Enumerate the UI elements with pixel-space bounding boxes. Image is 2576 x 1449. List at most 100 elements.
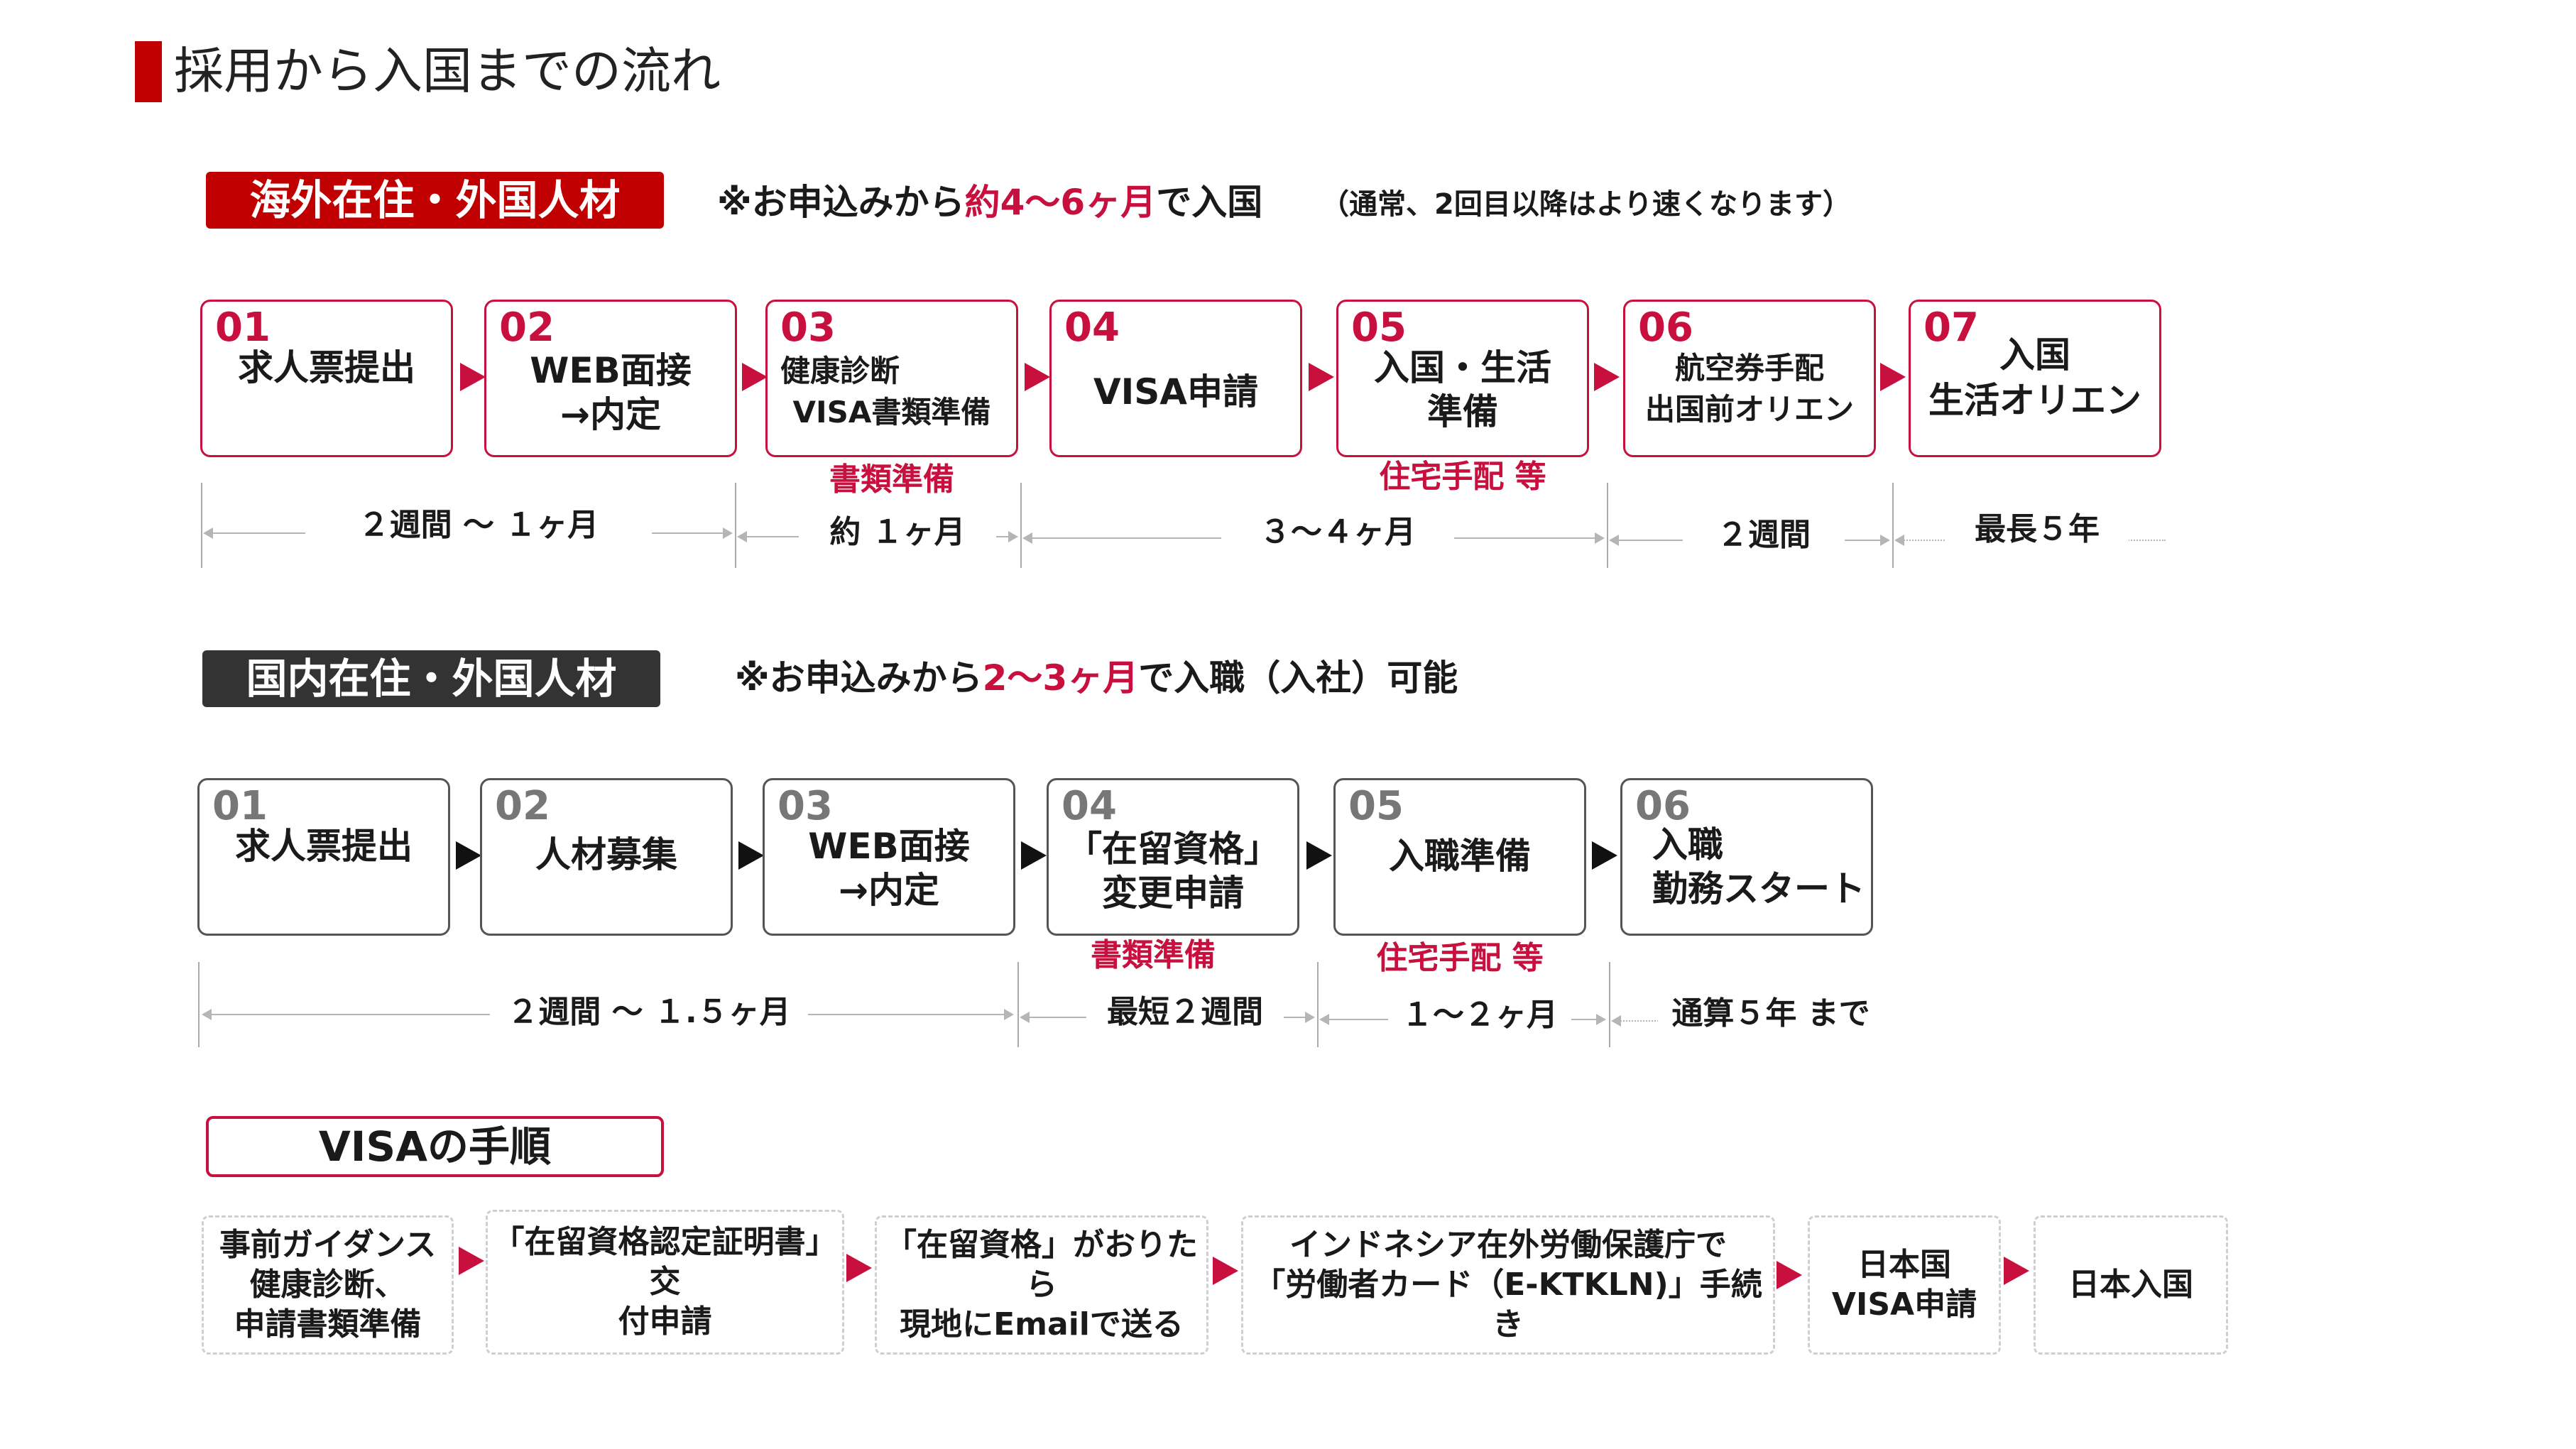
visa-section-label: VISAの手順 — [206, 1116, 664, 1177]
overseas-note-secondary: （通常、2回目以降はより速くなります） — [1321, 188, 1852, 221]
flow-arrow-icon — [1306, 841, 1332, 870]
step-number: 05 — [1351, 305, 1407, 351]
overseas-step-05: 05 入国・生活 準備 — [1336, 300, 1589, 457]
flow-arrow-icon — [1592, 841, 1617, 870]
step-text-line2: 変更申請 — [1102, 873, 1244, 914]
step-text: 人材募集 — [535, 834, 677, 875]
overseas-note: ※お申込みから約4〜6ヶ月で入国 — [717, 177, 1262, 227]
step-text-line2: 生活オリエン — [1928, 380, 2141, 421]
domestic-duration-3: １〜２ヶ月 — [1388, 995, 1571, 1035]
visa-step-text: インドネシア在外労働保護庁で 「労働者カード（E-KTKLN)」手続き — [1254, 1227, 1762, 1343]
flow-arrow-icon — [456, 841, 481, 870]
step-text: VISA申請 — [1093, 371, 1258, 412]
timeline-arrow-left-icon — [1894, 535, 1904, 546]
overseas-step-04: 04 VISA申請 — [1049, 300, 1302, 457]
step-text-line1: 入国 — [1999, 334, 2070, 376]
step-number: 06 — [1638, 305, 1693, 351]
title-accent-bar — [135, 41, 162, 102]
domestic-note: ※お申込みから2〜3ヶ月で入職（入社）可能 — [735, 653, 1458, 703]
overseas-step-03: 03 健康診断 VISA書類準備 — [765, 300, 1018, 457]
flow-arrow-icon — [846, 1254, 872, 1282]
domestic-step-01: 01 求人票提出 — [197, 778, 450, 936]
timeline-arrow-right-icon — [1305, 1012, 1315, 1023]
visa-step-4: インドネシア在外労働保護庁で 「労働者カード（E-KTKLN)」手続き — [1241, 1215, 1775, 1355]
domestic-note-highlight: 2〜3ヶ月 — [982, 657, 1139, 699]
visa-step-text: 日本国 VISA申請 — [1831, 1247, 1977, 1323]
timeline-arrow-left-icon — [203, 527, 213, 539]
flow-arrow-icon — [1021, 841, 1047, 870]
step-number: 04 — [1061, 783, 1117, 829]
flow-arrow-icon — [1777, 1261, 1802, 1289]
step-text: 入職準備 — [1389, 836, 1531, 877]
timeline-arrow-left-icon — [1611, 1015, 1621, 1027]
timeline-tick — [201, 483, 202, 568]
step-number: 01 — [212, 783, 268, 829]
step-text-line2: 準備 — [1427, 391, 1498, 432]
visa-step-text: 「在留資格認定証明書」交 付申請 — [493, 1224, 837, 1340]
flow-arrow-icon — [738, 841, 764, 870]
timeline-tick — [1317, 962, 1319, 1047]
domestic-note-post: で入職（入社）可能 — [1138, 657, 1458, 699]
domestic-step-02: 02 人材募集 — [480, 778, 733, 936]
timeline-tick — [735, 483, 736, 568]
domestic-step-03: 03 WEB面接 →内定 — [763, 778, 1015, 936]
step-text-line1: 航空券手配 — [1674, 351, 1824, 386]
overseas-duration-1: ２週間 〜 １ヶ月 — [305, 505, 652, 545]
step-text-line2: 出国前オリエン — [1644, 392, 1854, 427]
overseas-sub-label-housing: 住宅手配 等 — [1379, 459, 1546, 495]
visa-step-2: 「在留資格認定証明書」交 付申請 — [486, 1210, 844, 1355]
flow-arrow-icon — [1309, 363, 1334, 391]
step-text-line1: WEB面接 — [808, 826, 970, 867]
step-text-line1: 健康診断 — [780, 354, 900, 388]
timeline-arrow-left-icon — [1020, 1012, 1030, 1023]
overseas-note-pre: ※お申込みから — [717, 182, 965, 223]
timeline-arrow-left-icon — [1022, 532, 1032, 544]
visa-step-text: 事前ガイダンス 健康診断、 申請書類準備 — [219, 1227, 437, 1343]
domestic-step-06: 06 入職 勤務スタート — [1620, 778, 1873, 936]
domestic-note-pre: ※お申込みから — [735, 657, 983, 699]
step-text: 求人票提出 — [235, 826, 413, 867]
step-number: 02 — [499, 305, 555, 351]
timeline-arrow-right-icon — [1595, 532, 1605, 544]
step-text-line2: →内定 — [839, 870, 939, 911]
flow-arrow-icon — [1025, 363, 1050, 391]
visa-step-text: 「在留資格」がおりたら 現地にEmailで送る — [885, 1227, 1198, 1343]
step-number: 01 — [215, 305, 271, 351]
flow-arrow-icon — [1880, 363, 1906, 391]
overseas-step-06: 06 航空券手配 出国前オリエン — [1623, 300, 1876, 457]
timeline-arrow-left-icon — [1319, 1014, 1329, 1025]
visa-step-5: 日本国 VISA申請 — [1808, 1215, 2001, 1355]
overseas-duration-2: 約 １ヶ月 — [799, 513, 996, 552]
timeline-arrow-right-icon — [1880, 535, 1890, 546]
step-number: 05 — [1348, 783, 1404, 829]
visa-step-text: 日本入国 — [2068, 1267, 2193, 1303]
step-text-line1: 入国・生活 — [1374, 347, 1551, 388]
overseas-sub-label-documents: 書類準備 — [829, 461, 954, 498]
flow-arrow-icon — [460, 363, 486, 391]
timeline-tick — [1020, 483, 1022, 568]
step-text-line1: 「在留資格」 — [1066, 829, 1279, 870]
step-number: 02 — [495, 783, 550, 829]
visa-step-6: 日本入国 — [2034, 1215, 2228, 1355]
timeline-arrow-left-icon — [737, 531, 747, 542]
overseas-note-highlight: 約4〜6ヶ月 — [964, 182, 1157, 223]
timeline-tick — [1607, 483, 1608, 568]
step-text: 求人票提出 — [238, 347, 415, 388]
visa-step-3: 「在留資格」がおりたら 現地にEmailで送る — [875, 1215, 1208, 1355]
timeline-tick — [198, 962, 200, 1047]
step-number: 04 — [1064, 305, 1120, 351]
step-number: 03 — [777, 783, 833, 829]
timeline-tick — [1609, 962, 1610, 1047]
timeline-arrow-left-icon — [202, 1009, 212, 1020]
flow-arrow-icon — [1594, 363, 1620, 391]
step-text-line2: →内定 — [560, 394, 661, 435]
timeline-arrow-right-icon — [1596, 1014, 1606, 1025]
domestic-duration-4: 通算５年 まで — [1658, 994, 1884, 1034]
domestic-duration-1: ２週間 〜 １.５ヶ月 — [490, 993, 808, 1032]
step-text-line2: VISA書類準備 — [792, 395, 991, 430]
domestic-section-label: 国内在住・外国人材 — [202, 650, 660, 707]
overseas-duration-4: ２週間 — [1683, 515, 1845, 555]
domestic-step-05: 05 入職準備 — [1333, 778, 1586, 936]
step-text-line1: WEB面接 — [530, 350, 692, 391]
flow-arrow-icon — [2004, 1257, 2029, 1285]
